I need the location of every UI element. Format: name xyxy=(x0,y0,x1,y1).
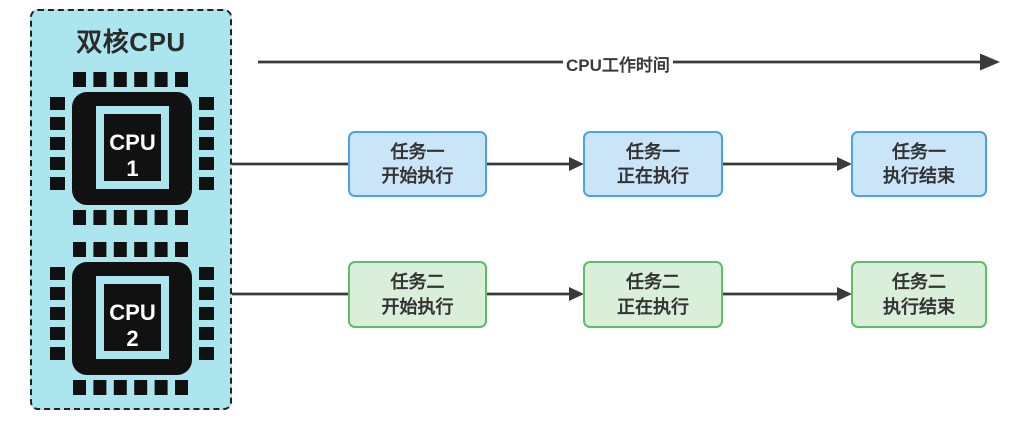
task2-start-line2: 开始执行 xyxy=(381,296,454,317)
cpu1-label: CPU xyxy=(109,130,155,155)
cpu-chip-2-icon: CPU 2 xyxy=(50,242,214,395)
arrow-task2-running-to-end xyxy=(723,287,852,301)
task1-end-line2: 执行结束 xyxy=(883,166,955,186)
task1-start-box: 任务一 开始执行 xyxy=(348,131,487,197)
cpu2-number: 2 xyxy=(126,326,138,351)
task2-running-line1: 任务二 xyxy=(626,272,680,293)
arrow-task1-running-to-end xyxy=(723,157,852,171)
task2-end-box: 任务二 执行结束 xyxy=(851,261,987,328)
task2-running-box: 任务二 正在执行 xyxy=(583,261,723,328)
cpu-chip-1-icon: CPU 1 xyxy=(50,72,214,225)
task1-start-line2: 开始执行 xyxy=(381,166,454,186)
task1-running-line2: 正在执行 xyxy=(617,166,689,186)
task1-end-box: 任务一 执行结束 xyxy=(851,131,987,197)
arrow-task2-start-to-running xyxy=(487,287,584,301)
arrow-task1-start-to-running xyxy=(487,157,584,171)
cpu2-label: CPU xyxy=(109,300,155,325)
dual-core-cpu-panel: 双核CPU CPU 1 xyxy=(30,9,232,410)
task1-start-line1: 任务一 xyxy=(390,141,445,162)
cpu1-number: 1 xyxy=(126,156,138,181)
timeline-label: CPU工作时间 xyxy=(563,51,673,76)
task1-running-box: 任务一 正在执行 xyxy=(583,131,723,197)
task1-running-line1: 任务一 xyxy=(626,141,680,162)
task2-end-line1: 任务二 xyxy=(892,272,946,293)
task1-end-line1: 任务一 xyxy=(892,141,946,162)
cpu-panel-title: 双核CPU xyxy=(76,27,186,57)
task2-end-line2: 执行结束 xyxy=(883,296,955,317)
task2-start-box: 任务二 开始执行 xyxy=(348,261,487,328)
task2-start-line1: 任务二 xyxy=(390,272,445,293)
task2-running-line2: 正在执行 xyxy=(617,296,689,317)
